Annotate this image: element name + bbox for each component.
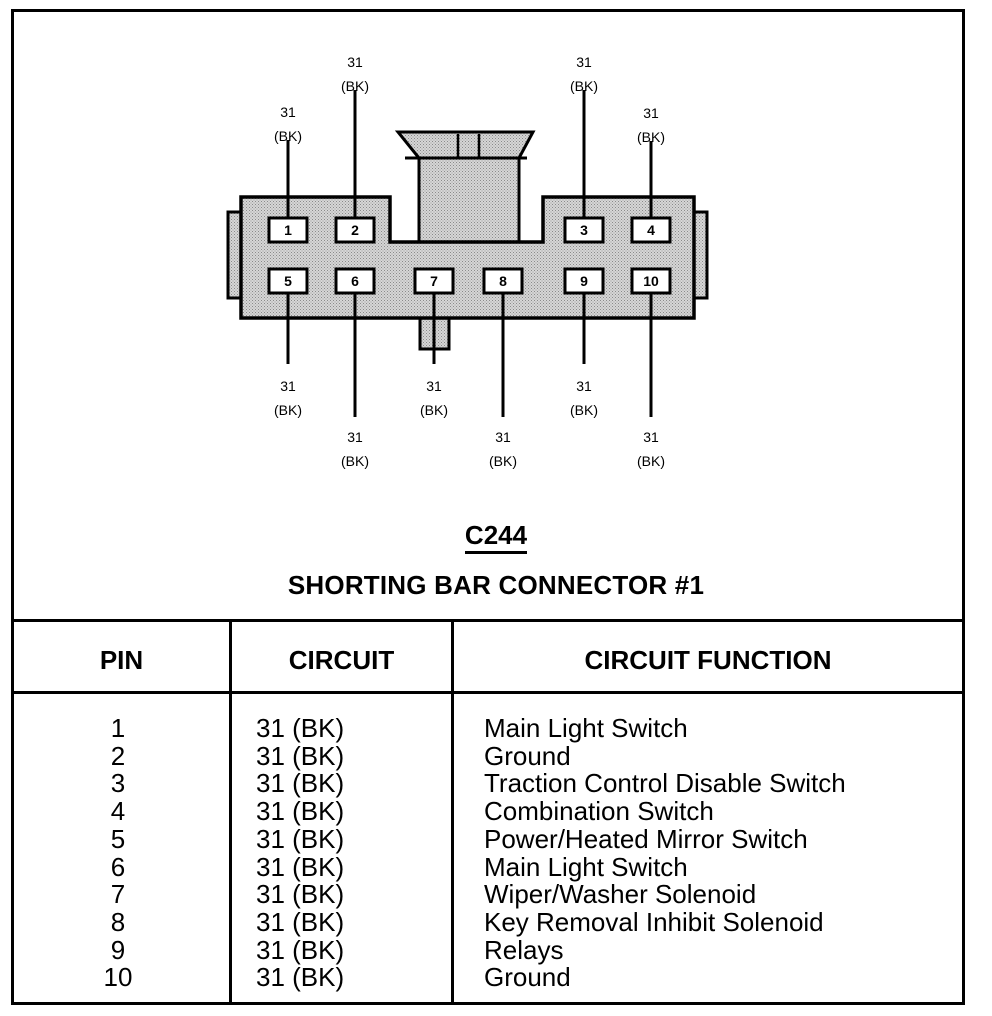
wire-color-label: (BK): [489, 453, 517, 469]
wire-number-label: 31: [347, 429, 363, 445]
function-cell: Main Light Switch: [484, 851, 688, 882]
pin-number-label: 4: [647, 222, 655, 238]
connector-code-text: C244: [464, 520, 528, 554]
wire-number-label: 31: [576, 378, 592, 394]
pin-box-2: [334, 216, 376, 244]
pin-number-label: 8: [499, 273, 507, 289]
pin-cell: 9: [110, 934, 126, 965]
pin-cell: 4: [110, 796, 126, 827]
function-cell: Key Removal Inhibit Solenoid: [484, 906, 824, 937]
wire-number-label: 31: [426, 378, 442, 394]
function-cell: Traction Control Disable Switch: [484, 768, 846, 799]
pin-cell: 7: [110, 879, 126, 910]
pin-number-label: 10: [643, 273, 659, 289]
pin-box-4: [630, 216, 672, 244]
pin-box-7: [413, 267, 455, 295]
circuit-cell: 31 (BK): [256, 934, 345, 965]
circuit-cell: 31 (BK): [256, 906, 345, 937]
pin-cell: 6: [110, 851, 126, 882]
pin-cell: 2: [110, 740, 126, 771]
wire-color-label: (BK): [420, 402, 448, 418]
connector-latch: [394, 130, 536, 244]
circuit-cell: 31 (BK): [256, 713, 345, 743]
figure-frame: [11, 9, 965, 1005]
pin-number-label: 3: [580, 222, 588, 238]
pin-box-1: [267, 216, 309, 244]
pin-number-label: 2: [351, 222, 359, 238]
pin-box-5: [267, 267, 309, 295]
function-cell: Main Light Switch: [484, 713, 688, 743]
pin-cell: 3: [110, 768, 126, 799]
pin-cell: 1: [110, 713, 126, 743]
pin-cell: 5: [110, 823, 126, 854]
pin-number-label: 6: [351, 273, 359, 289]
header-circuit: CIRCUIT: [288, 645, 395, 675]
table-divider-2: [451, 620, 454, 1005]
wire-number-label: 31: [280, 104, 296, 120]
wire-color-label: (BK): [637, 129, 665, 145]
function-cell: Relays: [484, 934, 564, 965]
wire-color-label: (BK): [637, 453, 665, 469]
pin-number-label: 9: [580, 273, 588, 289]
circuit-cell: 31 (BK): [256, 740, 345, 771]
wire-color-label: (BK): [341, 453, 369, 469]
pin-cell: 8: [110, 906, 126, 937]
connector-code: C244: [0, 520, 992, 554]
pin-number-label: 1: [284, 222, 292, 238]
function-cell: Ground: [484, 962, 571, 993]
circuit-cell: 31 (BK): [256, 962, 345, 993]
header-pin: PIN: [99, 645, 144, 675]
wire-color-label: (BK): [274, 128, 302, 144]
wire-color-label: (BK): [274, 402, 302, 418]
table-header-rule: [11, 691, 965, 694]
connector-diagram: 31(BK)31(BK)31(BK)31(BK)31(BK)31(BK)31(B…: [226, 54, 709, 469]
function-cell: Ground: [484, 740, 571, 771]
pin-box-8: [482, 267, 524, 295]
table-top-rule: [11, 619, 965, 622]
wire-number-label: 31: [643, 105, 659, 121]
wire-number-label: 31: [347, 54, 363, 70]
pin-cell: 10: [103, 962, 133, 993]
pin-box-3: [563, 216, 605, 244]
function-cell: Combination Switch: [484, 796, 714, 827]
pin-box-6: [334, 267, 376, 295]
pin-number-label: 7: [430, 273, 438, 289]
connector-name: SHORTING BAR CONNECTOR #1: [287, 570, 705, 600]
circuit-cell: 31 (BK): [256, 823, 345, 854]
wire-number-label: 31: [643, 429, 659, 445]
wire-color-label: (BK): [570, 78, 598, 94]
pin-number-label: 5: [284, 273, 292, 289]
function-cell: Wiper/Washer Solenoid: [484, 879, 757, 910]
wire-number-label: 31: [495, 429, 511, 445]
wire-color-label: (BK): [570, 402, 598, 418]
header-function: CIRCUIT FUNCTION: [584, 645, 832, 675]
circuit-cell: 31 (BK): [256, 768, 345, 799]
circuit-cell: 31 (BK): [256, 851, 345, 882]
wire-color-label: (BK): [341, 78, 369, 94]
pin-box-10: [630, 267, 672, 295]
circuit-column: 31 (BK)31 (BK)31 (BK)31 (BK)31 (BK)31 (B…: [256, 713, 345, 993]
pin-box-9: [563, 267, 605, 295]
table-divider-1: [229, 620, 232, 1005]
circuit-cell: 31 (BK): [256, 879, 345, 910]
function-cell: Power/Heated Mirror Switch: [484, 823, 808, 854]
wire-number-label: 31: [280, 378, 296, 394]
wire-number-label: 31: [576, 54, 592, 70]
circuit-cell: 31 (BK): [256, 796, 345, 827]
